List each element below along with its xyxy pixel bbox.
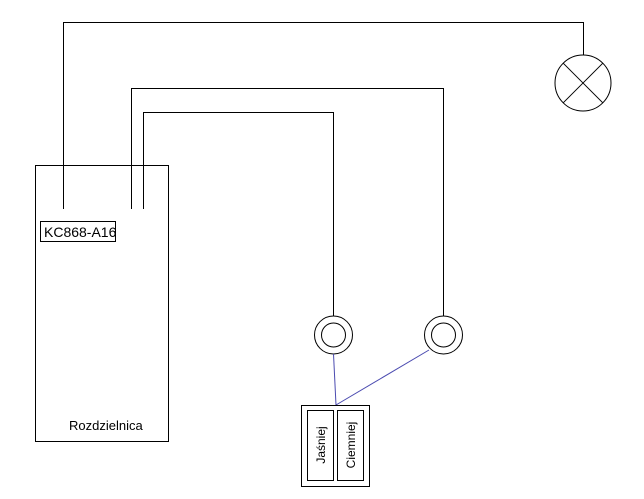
switch-label-darker: Ciemniej <box>344 422 358 469</box>
push-button-icon <box>314 315 353 355</box>
lamp-icon <box>554 54 612 112</box>
wall-switch: Jaśniej Ciemniej <box>301 405 370 487</box>
button-wire-right <box>131 88 444 316</box>
panel-label: Rozdzielnica <box>69 418 143 433</box>
switch-key-brighter <box>307 410 334 481</box>
controller-label-box <box>40 221 116 242</box>
controller-label: KC868-A16 <box>44 224 117 240</box>
distribution-panel <box>35 165 169 442</box>
signal-wire-left <box>333 353 337 406</box>
switch-label-brighter: Jaśniej <box>314 426 328 463</box>
switch-key-darker <box>337 410 364 481</box>
button-wire-left <box>143 112 334 316</box>
signal-wire-right <box>335 349 430 406</box>
lamp-wire <box>63 22 584 209</box>
push-button-icon <box>424 315 463 355</box>
